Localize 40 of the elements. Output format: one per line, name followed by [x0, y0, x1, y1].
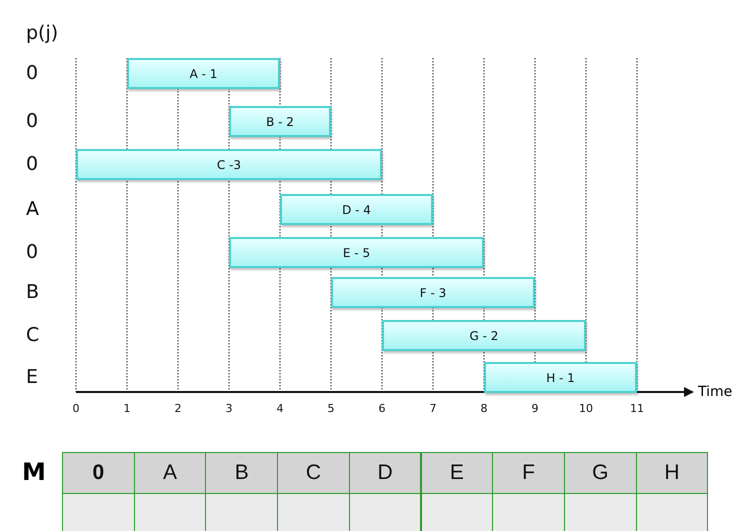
- interval-bar: H - 1: [484, 362, 637, 393]
- tick-label: 3: [224, 402, 234, 416]
- tick-label: 0: [72, 402, 80, 416]
- table-header-cell: H: [636, 452, 708, 494]
- predecessor-label: 0: [26, 110, 38, 132]
- interval-bar: A - 1: [127, 58, 280, 89]
- predecessor-label: 0: [26, 62, 38, 84]
- table-header-cell: F: [492, 452, 565, 494]
- interval-bar: B - 2: [229, 106, 331, 137]
- interval-bar: C -3: [76, 149, 382, 180]
- axis-title: Time: [698, 384, 732, 400]
- interval-bar: D - 4: [280, 194, 433, 225]
- table-header-cell: 0: [62, 452, 135, 494]
- tick-label: 1: [122, 402, 132, 416]
- predecessor-label: C: [26, 324, 40, 346]
- tick-label: 6: [378, 402, 386, 416]
- predecessor-label: E: [26, 366, 38, 388]
- predecessor-label: 0: [26, 241, 38, 263]
- tick-label: 7: [428, 402, 438, 416]
- tick-label: 4: [276, 402, 284, 416]
- table-header-cell: G: [564, 452, 637, 494]
- interval-bar: E - 5: [229, 237, 484, 268]
- table-header-cell: E: [420, 452, 494, 494]
- tick-label: 9: [530, 402, 540, 416]
- table-header-cell: A: [134, 452, 206, 494]
- table-header-cell: D: [348, 452, 422, 494]
- tick-label: 10: [578, 402, 594, 416]
- table-header-cell: C: [277, 452, 350, 494]
- tick-label: 5: [326, 402, 336, 416]
- interval-bar: F - 3: [331, 277, 535, 308]
- table-header-cell: B: [205, 452, 278, 494]
- predecessor-label: B: [26, 281, 40, 303]
- array-name: M: [22, 458, 46, 486]
- tick-label: 8: [480, 402, 488, 416]
- predecessor-label: A: [26, 198, 39, 220]
- interval-bar: G - 2: [382, 320, 586, 351]
- column-heading: p(j): [26, 22, 58, 44]
- predecessor-label: 0: [26, 153, 38, 175]
- tick-label: 2: [174, 402, 182, 416]
- tick-label: 11: [629, 402, 645, 416]
